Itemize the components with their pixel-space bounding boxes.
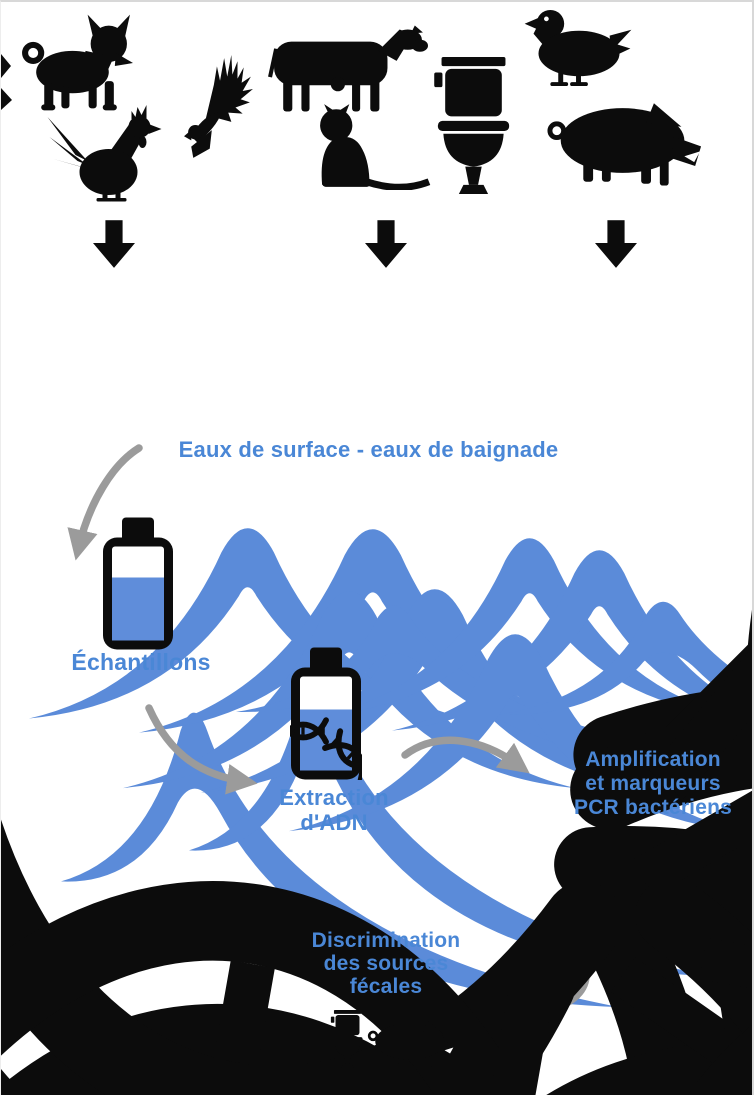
discrimination-label-line3: fécales (349, 975, 423, 998)
edge-fragment (1, 54, 11, 78)
dna-extraction-label: Extraction d'ADN (244, 785, 424, 835)
amplification-label-line3: PCR bactériens (573, 796, 733, 819)
arrow-samples-to-extraction (145, 704, 258, 795)
result-toilet-icon (330, 1010, 365, 1068)
dna-extraction-label-line1: Extraction (279, 785, 389, 810)
discrimination-label-line2: des sources (323, 952, 449, 975)
rooster-icon (47, 103, 163, 203)
dna-extraction-bottle-icon (290, 647, 362, 780)
cat-icon (308, 104, 434, 190)
amplification-label-line2: et marqueurs (585, 772, 721, 795)
samples-label: Échantillons (71, 649, 211, 675)
amplification-label: Amplification et marqueurs PCR bactérien… (553, 748, 752, 820)
duck-icon (524, 8, 634, 91)
arrow-extraction-to-amplification (401, 736, 530, 774)
sample-bottle-icon (101, 517, 175, 650)
arrow-water-to-samples (67, 444, 143, 561)
surface-water-label: Eaux de surface - eaux de baignade (178, 437, 559, 462)
dna-extraction-label-line2: d'ADN (300, 810, 368, 835)
eagle-icon (183, 54, 255, 162)
amplification-label-line1: Amplification (585, 748, 721, 771)
dog-icon (17, 12, 133, 112)
discrimination-label: Discrimination des sources fécales (284, 929, 488, 998)
result-pig-icon (367, 1018, 455, 1067)
edge-fragment (1, 88, 12, 110)
discrimination-label-line1: Discrimination (311, 929, 461, 952)
cow-icon (267, 24, 429, 114)
